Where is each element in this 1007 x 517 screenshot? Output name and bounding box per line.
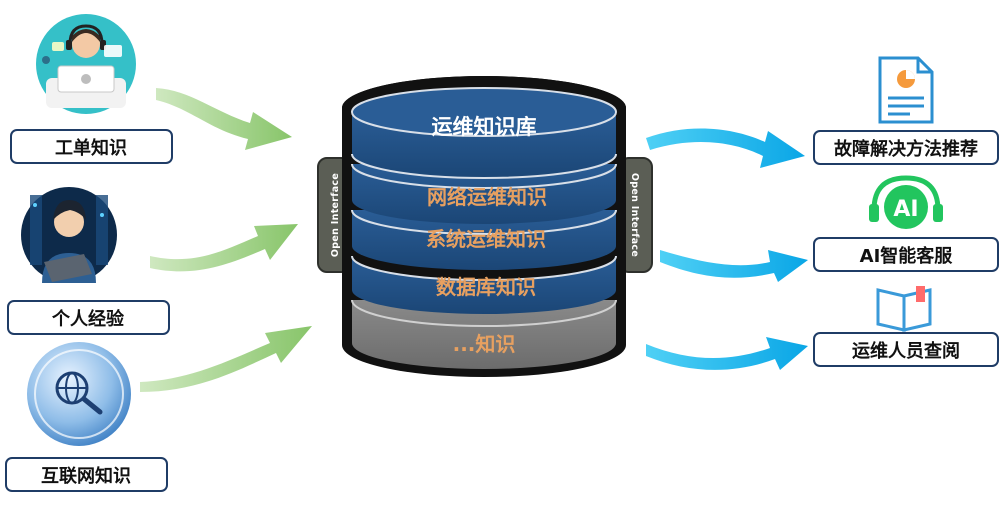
source-label-2: 互联网知识 [41,465,131,487]
db-layer-2: 数据库知识 [351,255,617,314]
output-label-1: AI智能客服 [860,245,954,267]
db-layer-extra: ...知识 [351,299,617,369]
source-box-1[interactable]: 个人经验 [7,300,170,335]
output-box-0[interactable]: 故障解决方法推荐 [813,130,999,165]
ai-icon-text: AI [893,197,918,222]
interface-right-text: Open Interface [629,173,640,257]
source-box-2[interactable]: 互联网知识 [5,457,168,492]
interface-left-text: Open Interface [330,173,341,257]
db-layer-0: 网络运维知识 [351,163,617,224]
input-arrow-2 [140,326,312,392]
db-layer-extra-label: ...知识 [453,332,516,356]
output-label-0: 故障解决方法推荐 [834,138,978,160]
output-box-1[interactable]: AI智能客服 [813,237,999,272]
db-top: 运维知识库 [351,87,617,179]
output-box-2[interactable]: 运维人员查阅 [813,332,999,367]
ai-headset-icon: AI [869,175,943,229]
report-document-icon [878,56,934,124]
support-agent-icon [36,14,136,114]
source-box-0[interactable]: 工单知识 [10,129,173,164]
source-label-1: 个人经验 [51,308,125,330]
db-title: 运维知识库 [432,115,537,139]
knowledge-database: Open Interface Open Interface ...知识 数据库知… [317,76,653,377]
globe-search-icon [27,342,131,446]
output-arrow-1 [660,250,808,282]
input-arrow-1 [150,224,298,272]
output-label-2: 运维人员查阅 [852,340,960,362]
output-arrow-0 [646,128,805,168]
engineer-laptop-icon [21,187,117,283]
open-book-icon [876,286,932,332]
db-layer-1-label: 系统运维知识 [426,227,546,251]
db-layer-2-label: 数据库知识 [436,275,536,299]
db-layer-1: 系统运维知识 [351,209,617,270]
input-arrow-0 [156,88,292,150]
source-label-0: 工单知识 [55,137,127,159]
output-arrow-2 [646,337,808,370]
db-layer-0-label: 网络运维知识 [427,185,547,209]
